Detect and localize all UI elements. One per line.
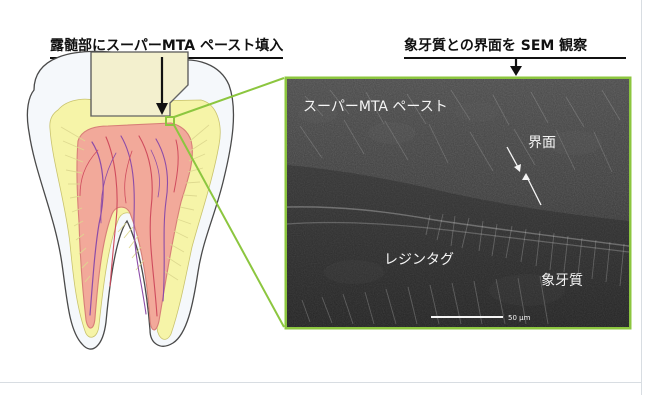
sem-dentin-label: 象牙質: [541, 273, 583, 289]
down-arrow-icon-right: [510, 66, 522, 76]
sem-resin-tag-label: レジンタグ: [384, 252, 454, 268]
sem-material-label: スーパーMTA ペースト: [303, 99, 448, 115]
sem-scale-label: 50 µm: [508, 314, 531, 322]
sem-image: スーパーMTA ペースト 界面 レジンタグ 象牙質 50 µm: [286, 78, 630, 328]
sem-interface-label: 界面: [528, 135, 556, 151]
